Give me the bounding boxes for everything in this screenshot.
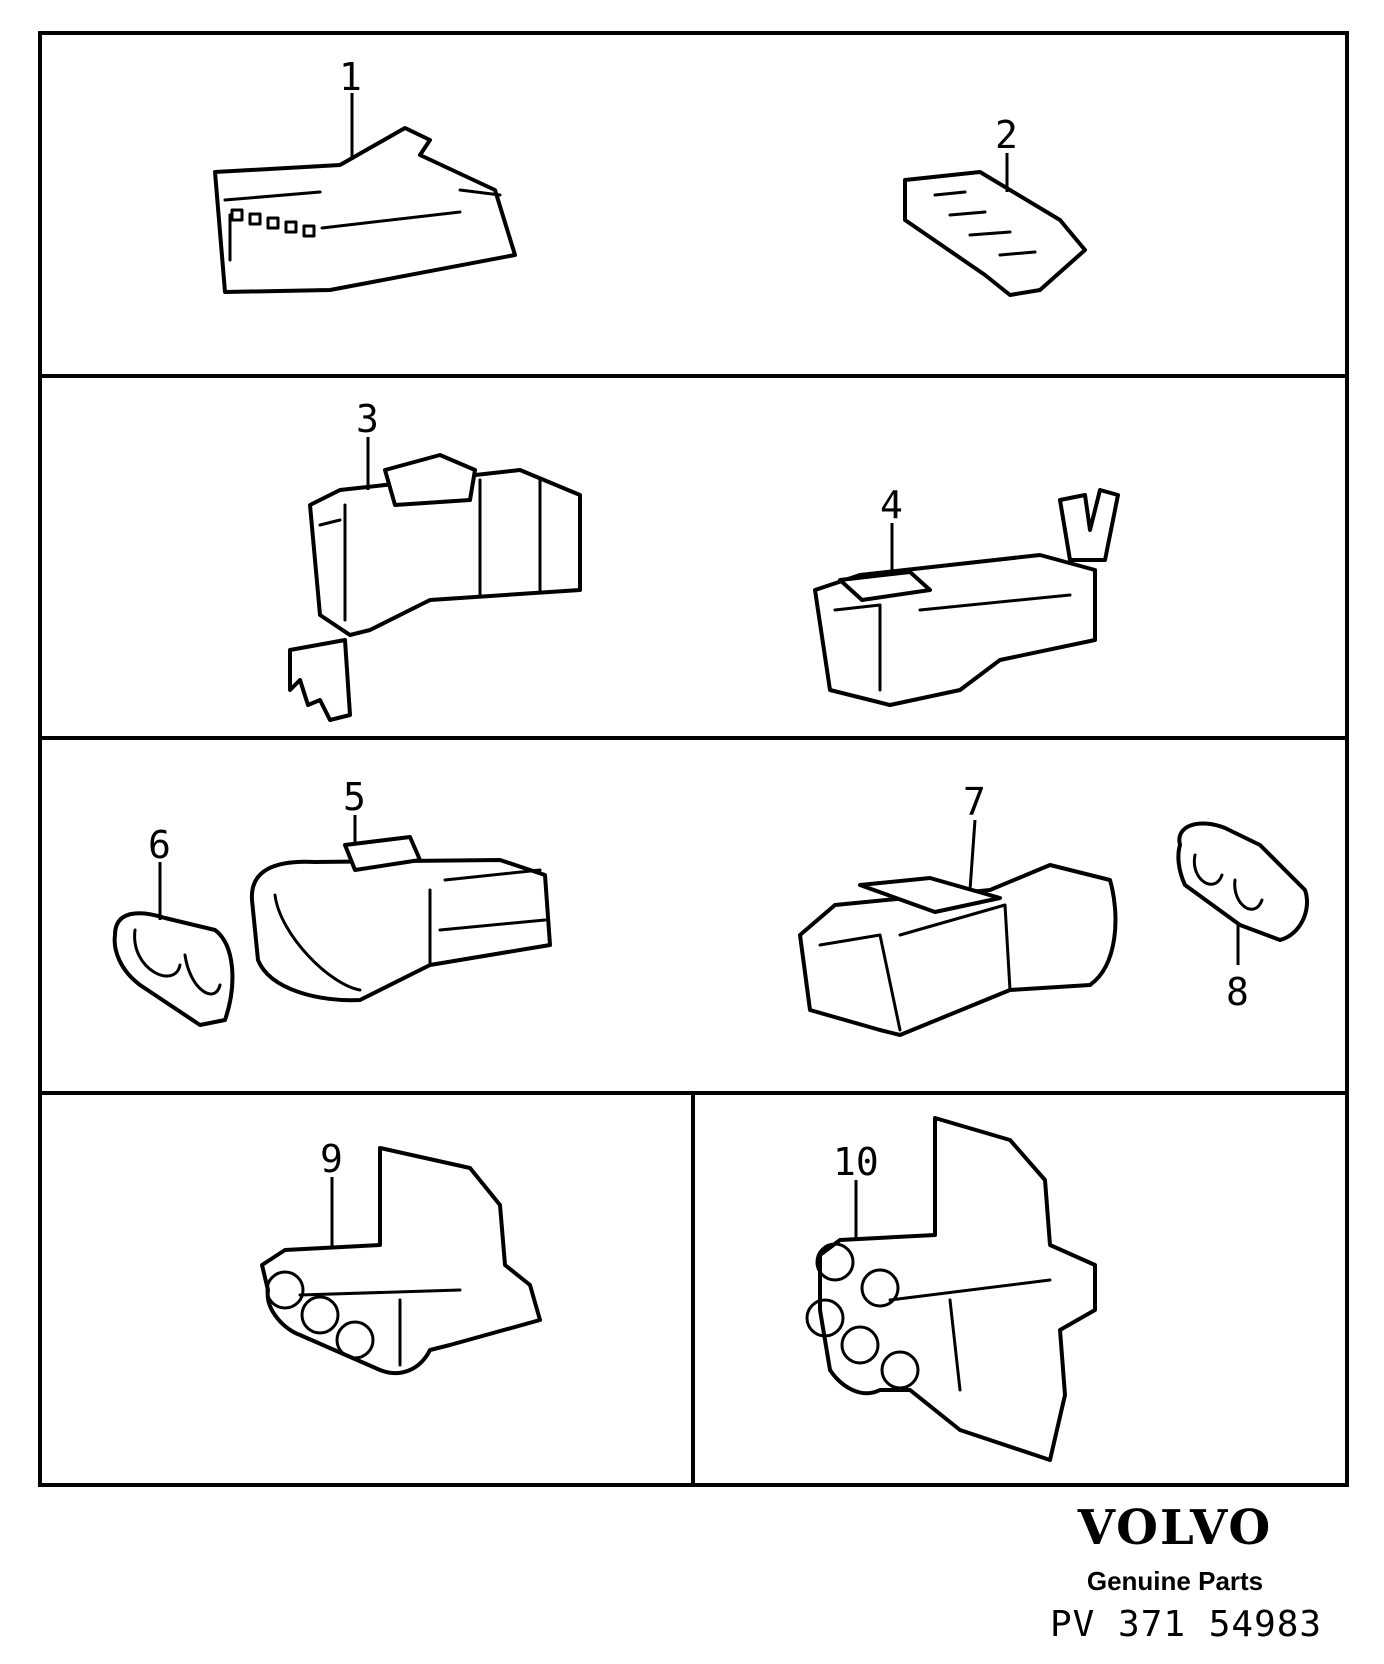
brand-tagline: Genuine Parts: [1086, 1566, 1264, 1596]
callout-9: 9: [320, 1137, 343, 1181]
callout-10: 10: [833, 1140, 879, 1184]
brand-logo: VOLVO: [1077, 1500, 1273, 1556]
callout-4: 4: [880, 483, 903, 527]
connector-1-drawing: [213, 126, 517, 294]
connector-7-drawing: [798, 863, 1118, 1037]
callout-5: 5: [343, 775, 366, 819]
connector-10-drawing: [805, 1116, 1097, 1462]
callout-3: 3: [356, 397, 379, 441]
connector-6-drawing: [112, 911, 235, 1027]
reference-code: PV 371 54983: [1050, 1604, 1323, 1645]
callout-1: 1: [339, 55, 362, 99]
connector-2-drawing: [903, 170, 1087, 297]
callout-8: 8: [1226, 970, 1249, 1014]
callout-labels: 1 2 3 4 5 6 7 8 9 10: [148, 55, 1249, 1184]
connector-3-drawing: [288, 453, 582, 722]
callout-7: 7: [963, 780, 986, 824]
connector-8-drawing: [1176, 821, 1309, 942]
panel-grid: [38, 31, 1349, 1487]
callout-6: 6: [148, 823, 171, 867]
connector-5-drawing: [249, 835, 552, 1003]
leader-lines: [158, 93, 1240, 1248]
connector-4-drawing: [813, 488, 1120, 707]
connector-9-drawing: [260, 1146, 542, 1376]
callout-2: 2: [995, 113, 1018, 157]
